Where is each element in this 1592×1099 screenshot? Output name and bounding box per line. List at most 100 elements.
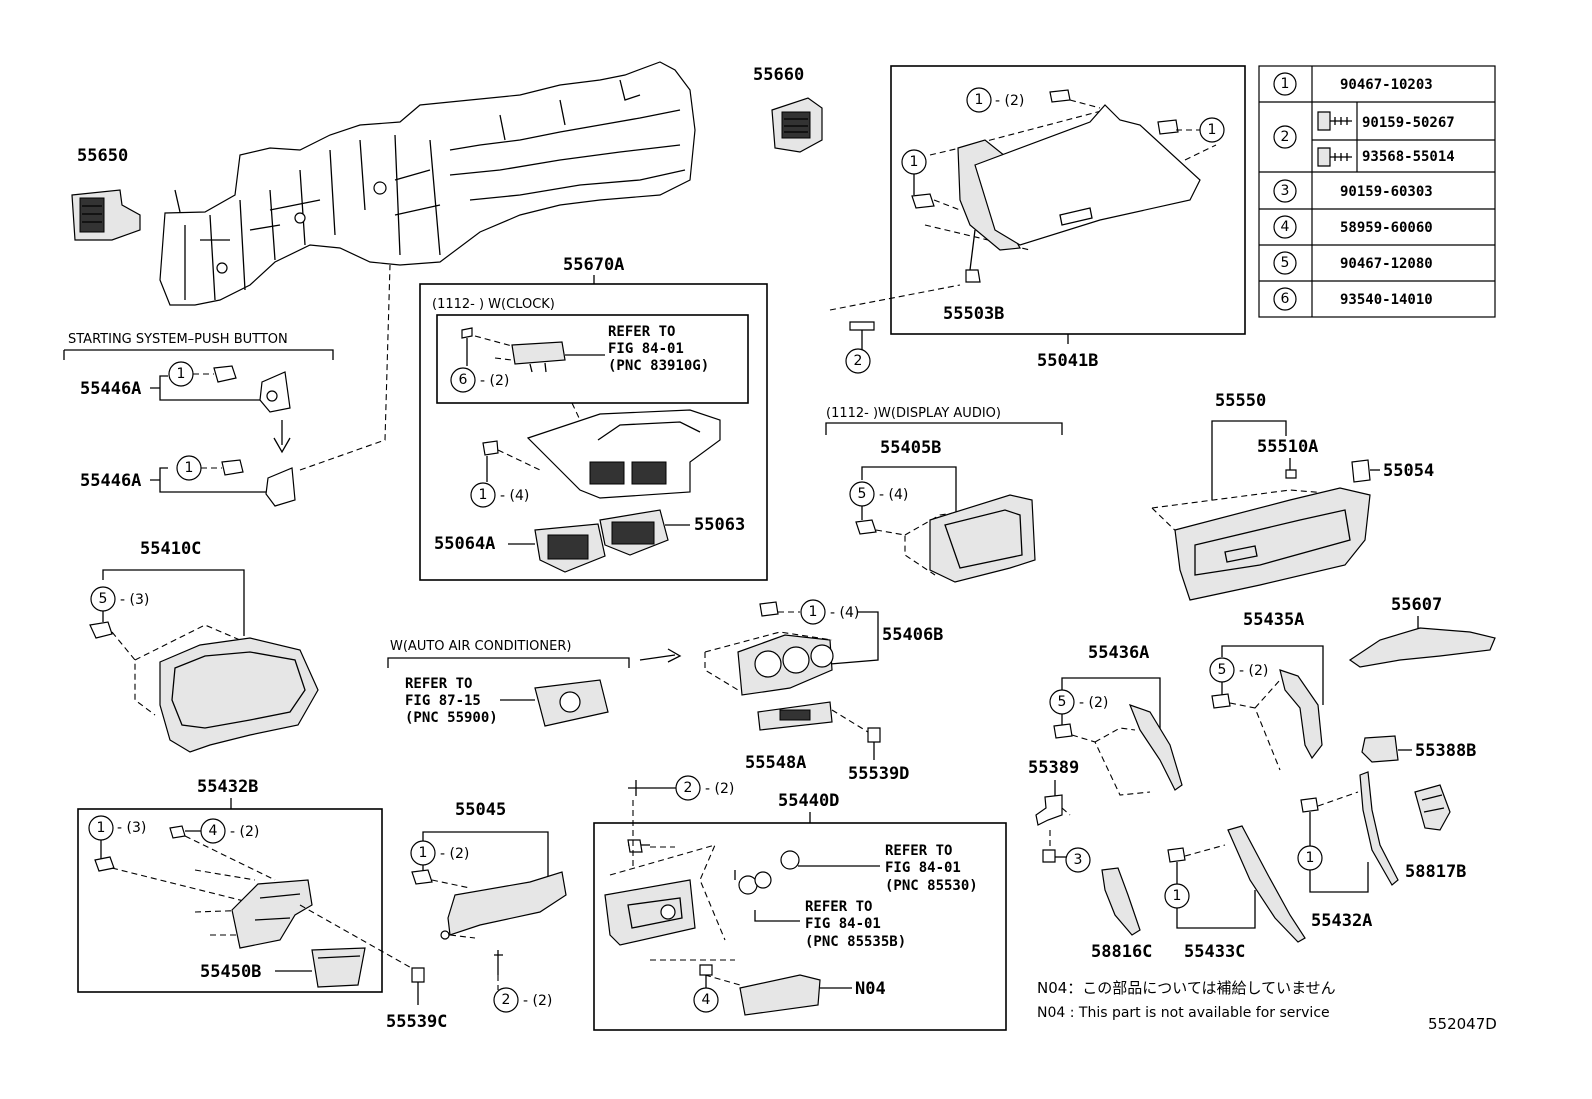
part-label-58816c: 58816C: [1091, 942, 1152, 962]
dashboard-frame-drawing: [159, 61, 696, 306]
svg-text:1: 1: [975, 92, 984, 108]
svg-text:- (2): - (2): [230, 824, 259, 840]
part-label-58817b: 58817B: [1405, 862, 1466, 882]
part-label-55446a-upper: 55446A: [80, 379, 141, 399]
svg-text:- (2): - (2): [480, 373, 509, 389]
center-panel-drawing: [526, 409, 721, 499]
meter-hood-drawing: [159, 637, 319, 753]
refer-to-air-line1: REFER TO: [405, 676, 472, 692]
svg-text:1: 1: [1306, 850, 1315, 866]
refer-to-air-line2: FIG 87-15: [405, 693, 481, 709]
svg-text:- (2): - (2): [705, 781, 734, 797]
part-label-55063: 55063: [694, 515, 745, 535]
refer-to-85530-line3: (PNC 85530): [885, 878, 978, 894]
trim-58816c-drawing: [1101, 867, 1141, 936]
part-label-55440d: 55440D: [778, 791, 839, 811]
part-label-55539c: 55539C: [386, 1012, 447, 1032]
refer-to-85530-line2: FIG 84-01: [885, 860, 961, 876]
lower-cover-55045-drawing: [447, 871, 567, 936]
refer-to-85535b-line1: REFER TO: [805, 899, 872, 915]
refer-to-clock-line1: REFER TO: [608, 324, 675, 340]
part-label-55064a: 55064A: [434, 534, 495, 554]
callout-1-icon: [966, 87, 992, 113]
svg-text:5: 5: [858, 486, 867, 502]
table-part-5: 90467-12080: [1340, 256, 1433, 272]
part-label-55450b: 55450B: [200, 962, 261, 982]
svg-text:1: 1: [177, 366, 186, 382]
part-label-55389: 55389: [1028, 758, 1079, 778]
svg-text:1: 1: [419, 845, 428, 861]
svg-text:4: 4: [209, 823, 218, 839]
console-panel-drawing: [604, 879, 696, 946]
trim-55433c-drawing: [1227, 825, 1306, 943]
bolt-icon: [1317, 111, 1331, 131]
table-no-2: 2: [1281, 129, 1290, 145]
part-label-55607: 55607: [1391, 595, 1442, 615]
refer-to-air-line3: (PNC 55900): [405, 710, 498, 726]
part-label-n04: N04: [855, 979, 886, 999]
refer-to-clock-line2: FIG 84-01: [608, 341, 684, 357]
table-part-1: 90467-10203: [1340, 77, 1433, 93]
table-part-4: 58959-60060: [1340, 220, 1433, 236]
svg-text:2: 2: [854, 353, 863, 369]
callout-6-icon: [450, 367, 476, 393]
table-no-5: 5: [1281, 255, 1290, 271]
arrow-right-icon: [639, 648, 682, 663]
svg-text:2: 2: [684, 780, 693, 796]
part-label-55410c: 55410C: [140, 539, 201, 559]
part-label-55406b: 55406B: [882, 625, 943, 645]
bracket-55389-drawing: [1035, 794, 1063, 826]
box-55440d: [593, 822, 1007, 1031]
svg-text:5: 5: [1218, 662, 1227, 678]
air-vent-55650-drawing: [71, 189, 141, 241]
svg-text:1: 1: [1208, 122, 1217, 138]
svg-text:1: 1: [910, 154, 919, 170]
refer-to-85535b-line2: FIG 84-01: [805, 916, 881, 932]
part-label-55446a-lower: 55446A: [80, 471, 141, 491]
callout-1-icon: [1199, 117, 1225, 143]
svg-text:- (2): - (2): [523, 993, 552, 1009]
part-label-55432a: 55432A: [1311, 911, 1372, 931]
table-no-3: 3: [1281, 183, 1290, 199]
part-label-55433c: 55433C: [1184, 942, 1245, 962]
clip-55388b-drawing: [1361, 735, 1399, 763]
auto-air-caption: W(AUTO AIR CONDITIONER): [390, 639, 571, 654]
svg-text:- (2): - (2): [995, 93, 1024, 109]
part-label-55045: 55045: [455, 800, 506, 820]
box-55432b: [77, 808, 383, 993]
trim-55436a-drawing: [1128, 703, 1183, 791]
note-japanese: N04：この部品については補給していません: [1037, 979, 1336, 997]
svg-text:- (2): - (2): [1079, 695, 1108, 711]
table-part-2a: 90159-50267: [1362, 115, 1455, 131]
part-label-55548a: 55548A: [745, 753, 806, 773]
box-clock: [436, 314, 749, 404]
callout-1-icon: [800, 599, 826, 625]
trim-55435a-drawing: [1279, 669, 1323, 760]
refer-to-clock-line3: (PNC 83910G): [608, 358, 709, 374]
part-label-55432b: 55432B: [197, 777, 258, 797]
svg-text:- (2): - (2): [440, 846, 469, 862]
table-part-3: 90159-60303: [1340, 184, 1433, 200]
table-no-4: 4: [1281, 219, 1290, 235]
svg-text:5: 5: [99, 591, 108, 607]
lower-panel-55432b-drawing: [231, 879, 313, 949]
svg-text:1: 1: [809, 604, 818, 620]
n04-cover-drawing: [739, 974, 821, 1016]
part-label-55436a: 55436A: [1088, 643, 1149, 663]
part-label-55539d: 55539D: [848, 764, 909, 784]
starting-system-bracket: [63, 349, 334, 360]
table-no-6: 6: [1281, 291, 1290, 307]
glove-box-door-drawing: [974, 104, 1201, 246]
display-audio-bracket-drawing: [929, 494, 1036, 583]
svg-text:- (3): - (3): [117, 820, 146, 836]
svg-text:1: 1: [97, 820, 106, 836]
svg-text:4: 4: [702, 992, 711, 1008]
callout-2-icon: [493, 987, 519, 1013]
table-part-2b: 93568-55014: [1362, 149, 1455, 165]
part-label-55405b: 55405B: [880, 438, 941, 458]
svg-text:5: 5: [1058, 694, 1067, 710]
svg-text:- (4): - (4): [830, 605, 859, 621]
glove-compartment-drawing: [1174, 487, 1371, 601]
refer-to-85535b-line3: (PNC 85535B): [805, 934, 906, 950]
